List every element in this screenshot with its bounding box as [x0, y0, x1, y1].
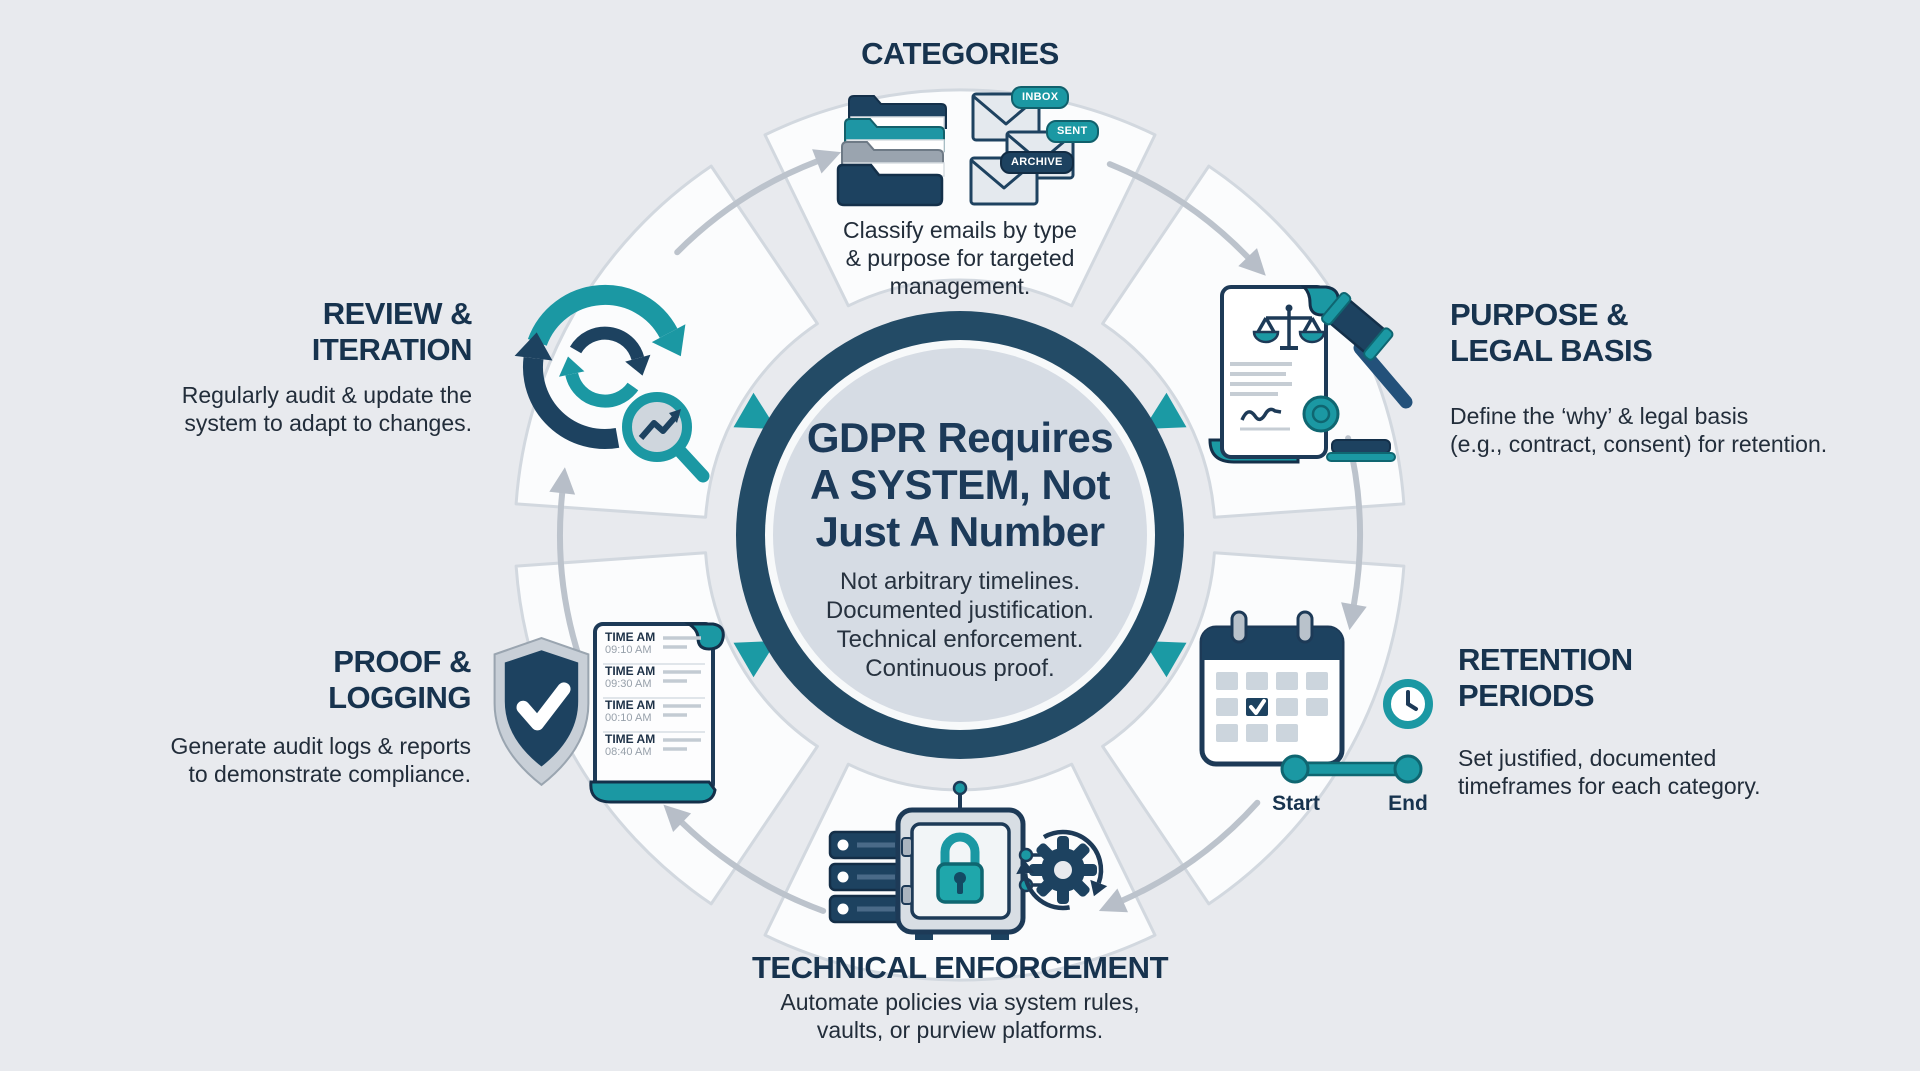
center-circle [736, 311, 1184, 759]
inbox-badge: INBOX [1011, 86, 1070, 109]
proof-caption: Generate audit logs & reports to demonst… [131, 732, 471, 788]
archive-badge: ARCHIVE [1000, 151, 1074, 174]
log-entry: TIME AM 08:40 AM [605, 733, 665, 759]
review-caption-line1: Regularly audit & update the [181, 382, 472, 408]
calendar-icon [1199, 610, 1345, 767]
log-entry: TIME AM 00:10 AM [605, 699, 665, 725]
retention-title-line2: PERIODS [1458, 678, 1595, 713]
clock-icon [1383, 679, 1433, 729]
purpose-caption: Define the ‘why’ & legal basis (e.g., co… [1450, 402, 1870, 458]
categories-caption-line1: Classify emails by type [843, 217, 1077, 243]
technical-caption-line2: vaults, or purview platforms. [816, 1017, 1104, 1043]
log-entry-time: 09:10 AM [605, 644, 652, 656]
purpose-caption-line2: (e.g., contract, consent) for retention. [1450, 431, 1828, 457]
pointer-upper-left [733, 392, 777, 429]
proof-title-line1: PROOF & [333, 644, 471, 679]
purpose-title-line1: PURPOSE & [1450, 297, 1629, 332]
technical-caption-line1: Automate policies via system rules, [780, 989, 1140, 1015]
retention-caption: Set justified, documented timeframes for… [1458, 744, 1858, 800]
magnifier-icon [622, 392, 710, 483]
center-title: GDPR Requires A SYSTEM, Not Just A Numbe… [770, 414, 1150, 555]
proof-title-line2: LOGGING [328, 680, 471, 715]
center-subtitle-line1: Not arbitrary timelines. [839, 568, 1081, 595]
categories-caption-line2: & purpose for targeted [845, 245, 1075, 271]
technical-enforcement-icon [828, 780, 1108, 940]
purpose-caption-line1: Define the ‘why’ & legal basis [1450, 403, 1749, 429]
log-entry-time: 08:40 AM [605, 746, 652, 758]
technical-caption: Automate policies via system rules, vaul… [660, 988, 1260, 1044]
log-entry-label: TIME AM [605, 664, 656, 678]
log-entry-label: TIME AM [605, 698, 656, 712]
retention-title: RETENTION PERIODS [1458, 642, 1758, 714]
center-message: GDPR Requires A SYSTEM, Not Just A Numbe… [770, 414, 1150, 683]
center-title-line1: GDPR Requires [806, 414, 1114, 461]
teal-pointer-triangles [733, 392, 1187, 678]
technical-title: TECHNICAL ENFORCEMENT [751, 950, 1169, 985]
vault-icon [895, 780, 1026, 940]
scroll-icon [589, 622, 725, 804]
server-rack-icon [828, 830, 905, 924]
start-end-timeline [1280, 754, 1423, 784]
legal-document-icon [1208, 285, 1413, 464]
signature-icon [1240, 407, 1282, 422]
center-title-line2: A SYSTEM, Not [810, 461, 1110, 508]
arrow-technical-to-proof [679, 819, 827, 914]
retention-caption-line1: Set justified, documented [1458, 745, 1717, 771]
categories-caption: Classify emails by type & purpose for ta… [760, 216, 1160, 300]
pointer-lower-right [1143, 641, 1187, 678]
center-subtitle-line3: Technical enforcement. [836, 626, 1084, 653]
log-entry: TIME AM 09:10 AM [605, 631, 665, 657]
categories-title: CATEGORIES [861, 36, 1059, 71]
log-entry: TIME AM 09:30 AM [605, 665, 665, 691]
arrow-review-to-categories [674, 158, 820, 256]
log-detail-lines [663, 636, 701, 751]
document-text-lines [1230, 362, 1292, 396]
pointer-upper-right [1143, 392, 1187, 429]
proof-title: PROOF & LOGGING [171, 644, 471, 716]
pointer-lower-left [733, 641, 777, 678]
timeline-start-label: Start [1272, 792, 1320, 815]
emails-icon-group: INBOX SENT ARCHIVE [965, 84, 1115, 214]
folders-icon [836, 95, 947, 207]
arrow-proof-to-review [557, 490, 583, 662]
sent-badge: SENT [1046, 120, 1099, 143]
review-cycle-icon [514, 284, 710, 483]
review-caption-line2: system to adapt to changes. [184, 410, 472, 436]
arrow-categories-to-purpose [1106, 161, 1251, 261]
seal-icon [1302, 395, 1340, 433]
log-entry-label: TIME AM [605, 630, 656, 644]
log-entry-time: 09:30 AM [605, 678, 652, 690]
center-subtitle-line4: Continuous proof. [865, 655, 1055, 682]
audit-log-scroll: TIME AM 09:10 AM TIME AM 09:30 AM TIME A… [589, 618, 727, 810]
purpose-title-line2: LEGAL BASIS [1450, 333, 1653, 368]
proof-caption-line1: Generate audit logs & reports [170, 733, 471, 759]
automation-gear-icon [1016, 829, 1108, 911]
log-entry-label: TIME AM [605, 732, 656, 746]
review-title-line1: REVIEW & [322, 296, 473, 331]
review-title-line2: ITERATION [311, 332, 473, 367]
review-title: REVIEW & ITERATION [172, 296, 473, 368]
scales-icon [1252, 304, 1326, 350]
flow-arrowheads [549, 149, 1367, 913]
retention-caption-line2: timeframes for each category. [1458, 773, 1761, 799]
categories-caption-line3: management. [889, 273, 1031, 299]
retention-title-line1: RETENTION [1458, 642, 1633, 677]
purpose-title: PURPOSE & LEGAL BASIS [1450, 297, 1780, 369]
center-title-line3: Just A Number [815, 508, 1105, 555]
proof-caption-line2: to demonstrate compliance. [188, 761, 471, 787]
calendar-grid [1216, 672, 1328, 742]
center-subtitle-line2: Documented justification. [825, 597, 1095, 624]
shield-check-icon [493, 636, 590, 787]
gavel-icon [1321, 291, 1413, 462]
arrow-retention-to-technical [1119, 799, 1261, 904]
review-caption: Regularly audit & update the system to a… [142, 381, 472, 437]
timeline-end-label: End [1388, 792, 1428, 815]
center-subtitle: Not arbitrary timelines. Documented just… [770, 567, 1150, 683]
log-entry-time: 00:10 AM [605, 712, 652, 724]
